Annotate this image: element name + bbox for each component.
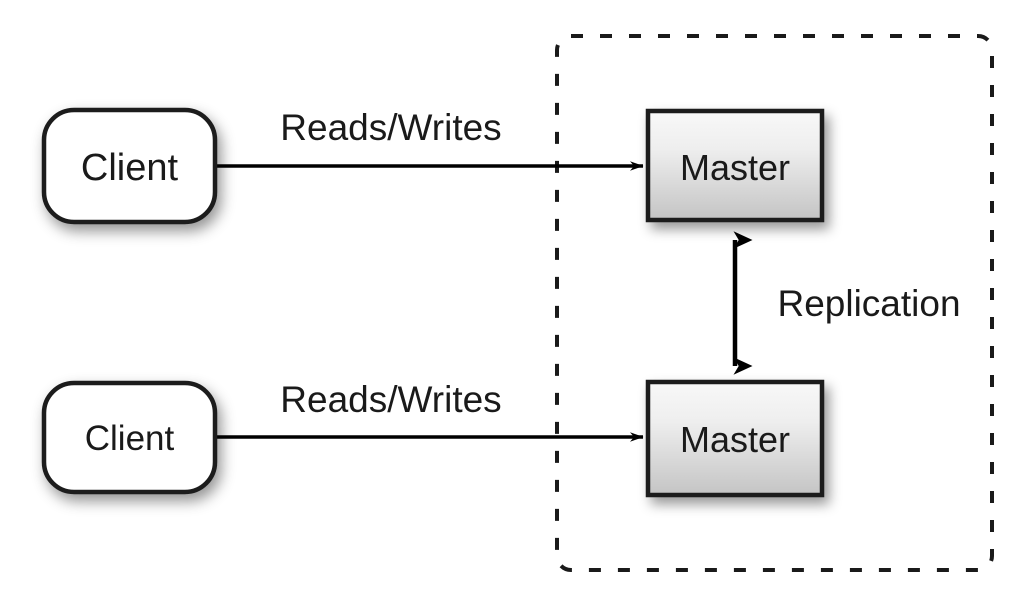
- node-client-bottom[interactable]: Client: [41, 380, 218, 495]
- edge-label-reads-writes-bottom: Reads/Writes: [280, 379, 501, 420]
- master-bottom-label: Master: [680, 419, 790, 460]
- master-bottom-shape: [645, 379, 825, 498]
- client-bottom-label: Client: [85, 419, 175, 458]
- node-master-bottom[interactable]: Master: [645, 379, 825, 498]
- edge-label-reads-writes-top: Reads/Writes: [280, 107, 501, 148]
- node-master-top[interactable]: Master: [645, 108, 825, 223]
- client-bottom-shape: [41, 380, 218, 495]
- node-client-top[interactable]: Client: [41, 107, 218, 225]
- cluster-boundary: [555, 34, 994, 572]
- client-top-label: Client: [81, 147, 179, 189]
- master-top-label: Master: [680, 147, 790, 188]
- master-top-shape: [645, 108, 825, 223]
- client-top-shape: [41, 107, 218, 225]
- edge-label-replication: Replication: [777, 283, 960, 324]
